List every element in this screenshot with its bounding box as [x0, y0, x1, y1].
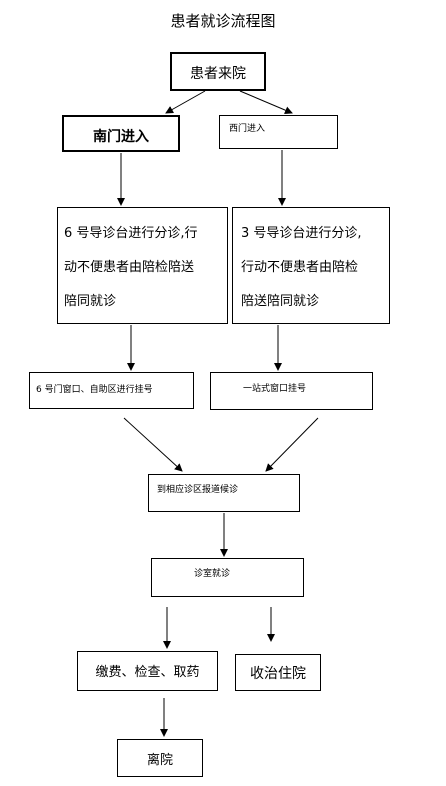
- node-west-gate: 西门进入: [219, 115, 338, 149]
- node-south-gate: 南门进入: [62, 115, 180, 152]
- node-west-gate-label: 西门进入: [229, 124, 266, 134]
- node-pay-check-medicine-label: 缴费、检查、取药: [95, 665, 200, 680]
- node-pay-check-medicine: 缴费、检查、取药: [77, 651, 218, 691]
- arrow-window6-to-report: [123, 417, 183, 472]
- node-window-6: 6 号门窗口、自助区进行挂号: [29, 372, 194, 409]
- node-one-stop-window-label: 一站式窗口挂号: [243, 384, 307, 394]
- node-clinic-visit: 诊室就诊: [151, 558, 304, 597]
- node-guide-desk-3: 3 号导诊台进行分诊, 行动不便患者由陪检 陪送陪同就诊: [232, 207, 390, 324]
- node-discharge-label: 离院: [146, 753, 173, 768]
- node-south-gate-label: 南门进入: [93, 129, 149, 145]
- node-guide-desk-3-label: 3 号导诊台进行分诊, 行动不便患者由陪检 陪送陪同就诊: [241, 226, 362, 309]
- node-admission-label: 收治住院: [250, 666, 306, 682]
- node-discharge: 离院: [117, 739, 203, 777]
- node-admission: 收治住院: [235, 654, 321, 691]
- node-clinic-visit-label: 诊室就诊: [194, 569, 231, 579]
- arrow-arrival-to-west: [239, 90, 293, 114]
- node-one-stop-window: 一站式窗口挂号: [210, 372, 373, 410]
- node-guide-desk-6: 6 号导诊台进行分诊,行 动不便患者由陪检陪送 陪同就诊: [57, 207, 228, 324]
- diagram-title: 患者就诊流程图: [170, 12, 276, 30]
- node-arrival: 患者来院: [170, 52, 266, 91]
- node-report-wait: 到相应诊区报道候诊: [148, 474, 300, 512]
- node-arrival-label: 患者来院: [190, 66, 246, 82]
- arrow-arrival-to-south: [165, 90, 206, 114]
- node-window-6-label: 6 号门窗口、自助区进行挂号: [36, 385, 153, 395]
- node-report-wait-label: 到相应诊区报道候诊: [157, 485, 239, 495]
- node-guide-desk-6-label: 6 号导诊台进行分诊,行 动不便患者由陪检陪送 陪同就诊: [64, 226, 198, 309]
- arrow-onestop-to-report: [265, 417, 319, 472]
